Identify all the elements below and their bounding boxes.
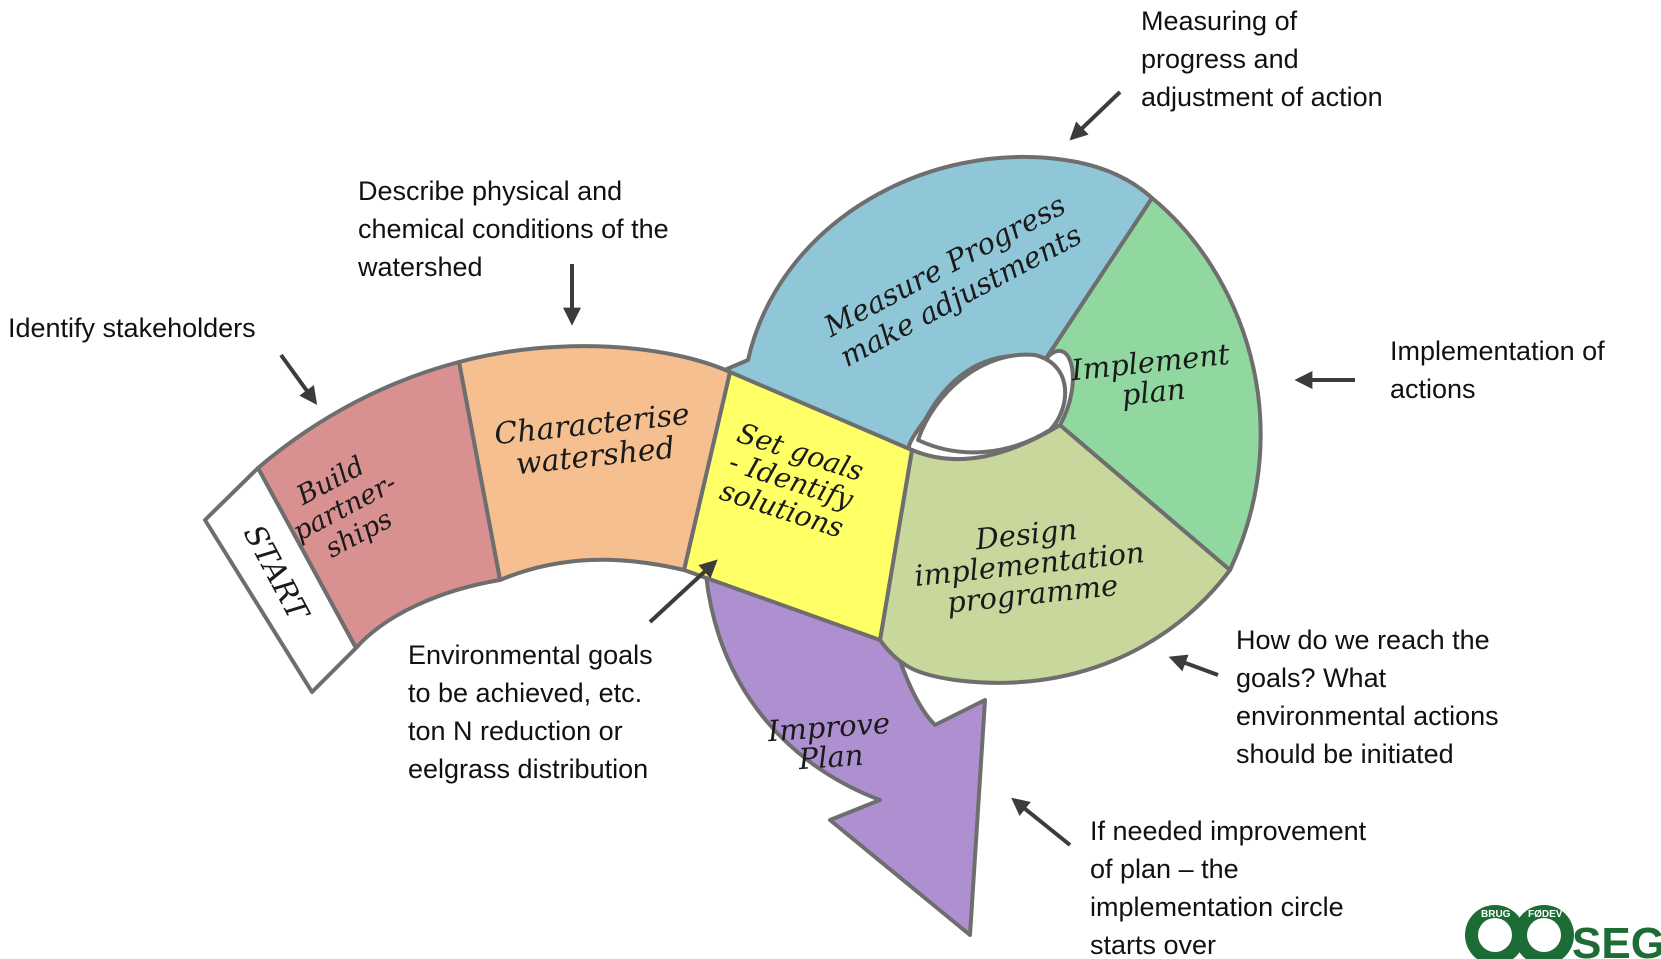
improve-plan-segment xyxy=(704,573,987,937)
how-arrow xyxy=(1168,654,1219,677)
env-goals-note-line-2: to be achieved, etc. xyxy=(408,678,642,708)
improve-note: If needed improvement of plan – the impl… xyxy=(1090,816,1367,959)
logo-ring-left-inner xyxy=(1478,918,1512,952)
improve-arrow xyxy=(1011,797,1072,847)
design-segment xyxy=(878,423,1232,685)
describe-note-line-3: watershed xyxy=(357,252,483,282)
env-goals-note-line-4: eelgrass distribution xyxy=(408,754,648,784)
how-note-line-4: should be initiated xyxy=(1236,739,1454,769)
stakeholders-arrow xyxy=(279,353,318,405)
env-goals-note-line-1: Environmental goals xyxy=(408,640,653,670)
improve-note-line-1: If needed improvement xyxy=(1090,816,1367,846)
characterise-segment xyxy=(457,344,732,582)
loop-hole xyxy=(916,352,1068,455)
how-note-line-2: goals? What xyxy=(1236,663,1387,693)
improve-note-line-4: starts over xyxy=(1090,930,1216,959)
implement-label-line-2: plan xyxy=(1120,372,1187,412)
describe-note: Describe physical and chemical condition… xyxy=(357,176,669,282)
set-goals-label: Set goals - Identify solutions xyxy=(716,416,868,544)
measuring-note-line-3: adjustment of action xyxy=(1141,82,1383,112)
how-note: How do we reach the goals? What environm… xyxy=(1236,625,1499,769)
env-goals-arrow xyxy=(648,559,718,624)
env-goals-note-line-3: ton N reduction or xyxy=(408,716,623,746)
stakeholders-note: Identify stakeholders xyxy=(8,313,256,343)
measuring-note-line-2: progress and xyxy=(1141,44,1299,74)
sege-logo: BRUG FØDEV SEGE xyxy=(1465,905,1661,959)
env-goals-note: Environmental goals to be achieved, etc.… xyxy=(408,640,653,784)
implement-segment xyxy=(1043,196,1263,572)
start-segment xyxy=(203,466,358,694)
implementation-note: Implementation of actions xyxy=(1390,336,1605,404)
implementation-note-line-1: Implementation of xyxy=(1390,336,1605,366)
how-note-line-3: environmental actions xyxy=(1236,701,1499,731)
how-note-line-1: How do we reach the xyxy=(1236,625,1490,655)
logo-ring-top-text: BRUG xyxy=(1481,909,1511,920)
describe-note-line-1: Describe physical and xyxy=(358,176,622,206)
logo-text: SEGE xyxy=(1572,919,1661,959)
measuring-note: Measuring of progress and adjustment of … xyxy=(1141,6,1383,112)
logo-ring-right-inner xyxy=(1527,918,1561,952)
measure-segment xyxy=(718,154,1154,452)
implementation-note-line-2: actions xyxy=(1390,374,1476,404)
improve-note-line-3: implementation circle xyxy=(1090,892,1344,922)
measuring-note-line-1: Measuring of xyxy=(1141,6,1298,36)
measuring-arrow xyxy=(1069,90,1122,141)
describe-note-line-2: chemical conditions of the xyxy=(358,214,669,244)
improve-label-line-2: Plan xyxy=(796,738,864,777)
improve-note-line-2: of plan – the xyxy=(1090,854,1239,884)
logo-ring-top-text-2: FØDEV xyxy=(1528,909,1563,920)
